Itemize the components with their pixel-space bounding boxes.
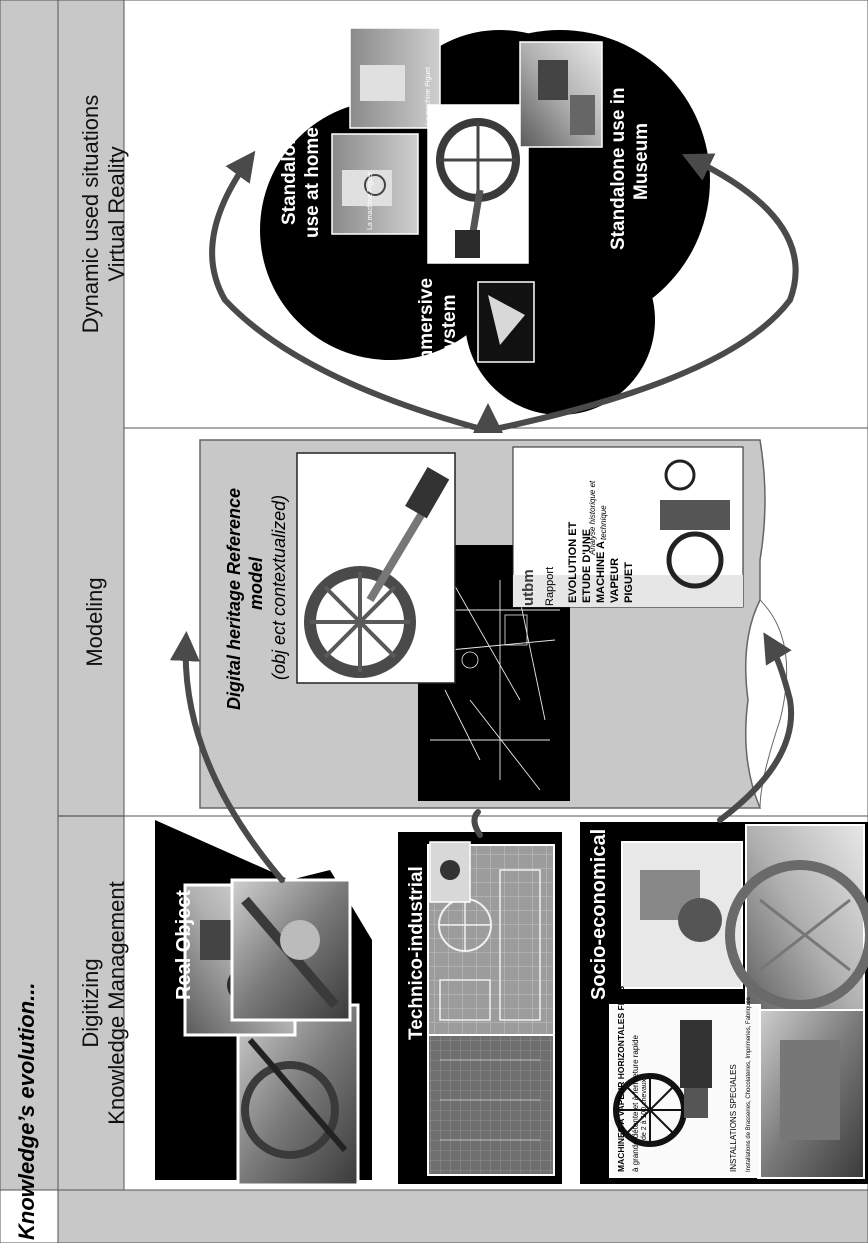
- arrow-model-to-home: [209, 150, 488, 433]
- column-header-band: [57, 0, 125, 1243]
- technico-label: Technico-industrial: [406, 866, 427, 1040]
- socio-advert-title: MACHINES A VAPEUR HORIZONTALES FIXES: [616, 986, 626, 1172]
- socio-photo-1: [621, 841, 743, 989]
- real-object-panel: Real Object: [155, 820, 372, 1187]
- main-title: Knowledge’s evolution...: [14, 982, 39, 1240]
- trefoil-lobe-immersive: [465, 225, 655, 415]
- real-object-photo-3: [230, 878, 352, 1022]
- title-band: [0, 0, 59, 1243]
- socio-photo-2: [725, 824, 868, 1026]
- report-title-1: EVOLUTION ET: [567, 521, 579, 603]
- vr-immersive-photo: [477, 281, 535, 363]
- reference-model-subtitle: (obj ect contextualized): [269, 495, 289, 680]
- vr-screen-1: La machine Piguet: [331, 133, 419, 235]
- vr-screen-2-title: La machine Piguet: [425, 67, 432, 125]
- reference-model-title-1: Digital heritage Reference: [224, 488, 244, 710]
- column-header-modeling: Modeling: [82, 577, 107, 666]
- title-corner: [0, 1189, 59, 1243]
- vr-immersive-label-2: system: [439, 295, 460, 361]
- vr-screen-2: La machine Piguet: [349, 27, 441, 129]
- report-title-4: VAPEUR: [609, 558, 621, 603]
- vr-model-render: [427, 104, 529, 264]
- report-title-5: PIGUET: [623, 562, 635, 603]
- report-title-3: MACHINE A: [595, 541, 607, 603]
- report-title-2: ETUDE D'UNE: [581, 529, 593, 603]
- arrow-real-object-to-model: [169, 631, 285, 883]
- column-header-vr-line1: Dynamic used situations: [78, 95, 103, 333]
- arrow-socio-to-model: [717, 632, 795, 823]
- report-subtitle-1: Analyse historique et: [588, 480, 597, 556]
- vr-trefoil: La machine Piguet La machine Piguet Stan…: [260, 27, 710, 415]
- vr-museum-photo: [519, 41, 603, 148]
- reference-model-panel: Digital heritage Reference model (obj ec…: [199, 439, 788, 809]
- column-header-digitizing-line1: Digitizing: [78, 958, 103, 1047]
- socio-advert-list: Installations de Brasseries, Chocolateri…: [746, 997, 752, 1172]
- vr-immersive-label-1: Immersive: [416, 278, 437, 372]
- socio-advertisement: MACHINES A VAPEUR HORIZONTALES FIXES à g…: [609, 986, 761, 1178]
- column-header-digitizing: Digitizing Knowledge Management: [78, 881, 129, 1124]
- report-logo: utbm: [520, 569, 537, 606]
- vr-home-label-2: use at home: [302, 127, 323, 238]
- socio-advert-special: INSTALLATIONS SPECIALES: [729, 1064, 738, 1172]
- real-object-label: Real Object: [173, 890, 195, 1000]
- socio-advert-subtitle: à grande détente et à fermeture rapide: [631, 1034, 640, 1172]
- technico-photo: [429, 841, 471, 903]
- socio-economical-panel: MACHINES A VAPEUR HORIZONTALES FIXES à g…: [580, 822, 868, 1184]
- flow-arrows: [169, 150, 799, 883]
- report-label: Rapport: [544, 567, 556, 606]
- column-header-vr-line2: Virtual Reality: [104, 146, 129, 281]
- bottom-band: [0, 1189, 868, 1243]
- socio-label: Socio-economical: [588, 829, 610, 1000]
- vr-museum-label-2: Museum: [631, 123, 652, 200]
- report-subtitle-2: technique: [599, 505, 608, 540]
- vr-screen-1-title: La machine Piguet: [367, 172, 374, 230]
- model-render: [296, 452, 456, 684]
- vr-museum-label-1: Standalone use in: [608, 87, 629, 250]
- column-header-vr: Dynamic used situations Virtual Reality: [78, 95, 129, 333]
- socio-photo-3: [757, 1009, 865, 1179]
- socio-advert-range: de 2 à 100 chevaux: [641, 1078, 648, 1140]
- reference-model-title-2: model: [246, 556, 266, 610]
- arrow-technico-to-model: [471, 809, 483, 838]
- arrow-model-to-museum: [487, 153, 799, 433]
- technico-industrial-panel: Technico-industrial: [398, 832, 562, 1184]
- vr-home-label-1: Standalone: [279, 123, 300, 225]
- utbm-report: utbm Rapport EVOLUTION ET ETUDE D'UNE MA…: [512, 446, 744, 608]
- technico-plan-2: [427, 1034, 555, 1176]
- column-header-digitizing-line2: Knowledge Management: [104, 881, 129, 1124]
